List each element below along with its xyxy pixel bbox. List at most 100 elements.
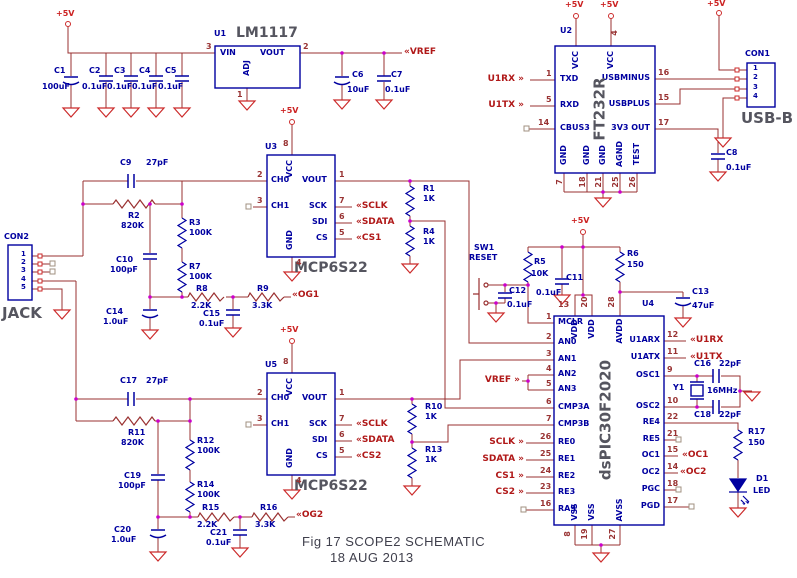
power-symbols: [65, 10, 722, 344]
r16-val: 3.3K: [255, 520, 276, 529]
u1-pin1-num: 1: [237, 90, 243, 99]
resistor-r3: [177, 217, 187, 249]
con1-pin4: 4: [753, 92, 758, 100]
r5-ref: R5: [534, 257, 546, 266]
resistor-r8: [187, 292, 225, 302]
con1-ref: CON1: [745, 49, 770, 58]
u4-pin3-num: 3: [546, 349, 552, 358]
u2-pin5-num: 5: [546, 95, 552, 104]
u2-pin-vcc1: VCC: [571, 51, 580, 69]
u3-pin7-num: 7: [339, 196, 345, 205]
cs2-mcu-label: CS2 »: [495, 487, 524, 497]
r11-val: 820K: [121, 438, 144, 447]
u2-pin14-num: 14: [538, 118, 550, 127]
u5-pin-ch0: CH0: [271, 393, 290, 402]
u2-pin16-num: 16: [658, 68, 670, 77]
u3-pin1-num: 1: [339, 170, 345, 179]
con1-usb-box: [746, 62, 776, 108]
r13-ref: R13: [425, 445, 443, 454]
u4-pin-pgd: PGD: [640, 501, 660, 510]
sclk-mcu-label: SCLK »: [489, 437, 524, 447]
resistors-vertical: [177, 185, 743, 513]
u3-pin-sck: SCK: [309, 201, 327, 210]
sw1-ref: SW1: [474, 243, 495, 252]
con1-pin1: 1: [753, 64, 758, 72]
r9-val: 3.3K: [252, 301, 273, 310]
led-triangle: [728, 478, 748, 493]
u5-pin-sck: SCK: [309, 419, 327, 428]
u4-pin15-num: 15: [667, 445, 679, 454]
u2-pin15-num: 15: [658, 93, 670, 102]
c18-ref: C18: [694, 410, 712, 419]
c18-val: 22pF: [719, 410, 742, 419]
c11-val: 0.1uF: [536, 288, 562, 297]
u3-pin2-num: 2: [257, 170, 263, 179]
plus5v-main: +5V: [56, 9, 75, 18]
c9-val: 27pF: [146, 158, 169, 167]
c15-val: 0.1uF: [199, 319, 225, 328]
u4-ref: U4: [642, 299, 655, 308]
c10-ref: C10: [116, 255, 134, 264]
c5-val: 0.1uF: [158, 82, 184, 91]
r2-val: 820K: [121, 221, 144, 230]
capacitor-c7: [376, 75, 392, 82]
c13-ref: C13: [692, 287, 710, 296]
d1-ref: D1: [756, 474, 769, 483]
c4-ref: C4: [139, 66, 151, 75]
u2-pin-gnd3: GND: [598, 145, 607, 165]
u4-pin-oc2: OC2: [641, 467, 660, 476]
u4-pin16-num: 16: [540, 499, 552, 508]
c17-val: 27pF: [146, 376, 169, 385]
u4-pin19-num: 19: [580, 528, 589, 540]
u4-pin-osc1: OSC1: [636, 370, 660, 379]
u4-pin-ra9: RA9: [558, 504, 576, 513]
u4-pin1-num: 1: [546, 312, 552, 321]
u4-pin-an2: AN2: [558, 369, 577, 378]
u3-ref: U3: [265, 142, 278, 151]
u4-pin9-num: 9: [667, 365, 673, 374]
c6-val: 10uF: [347, 85, 370, 94]
u5-pin6-num: 6: [339, 430, 345, 439]
u2-name: FT232R: [590, 77, 609, 141]
c14-ref: C14: [106, 307, 124, 316]
c17-ref: C17: [120, 376, 138, 385]
r16-ref: R16: [260, 503, 278, 512]
con2-pin5: 5: [21, 283, 26, 291]
u4-pin4-num: 4: [546, 364, 552, 373]
u4-pin24-num: 24: [540, 466, 552, 475]
c20-ref: C20: [114, 525, 132, 534]
crystal-y1: [690, 381, 704, 400]
vref-mcu-label: VREF »: [484, 375, 520, 385]
u5-pin2-num: 2: [257, 388, 263, 397]
u4-pin-re0: RE0: [558, 437, 576, 446]
c1-val: 100uF: [42, 82, 70, 91]
vref-out-label: «VREF: [404, 47, 437, 57]
u4-pin14-num: 14: [667, 462, 679, 471]
c16-val: 22pF: [719, 359, 742, 368]
r12-ref: R12: [197, 436, 215, 445]
r17-val: 150: [748, 438, 765, 447]
resistor-r7: [177, 261, 187, 293]
u5-pin-sdi: SDI: [312, 435, 328, 444]
u4-pin-an3: AN3: [558, 384, 577, 393]
capacitor-c16: [712, 368, 720, 384]
u3-pin-gnd: GND: [285, 230, 294, 250]
u1-pin3-num: 3: [206, 42, 212, 51]
resistor-r4: [405, 225, 415, 257]
u4-pin20-num: 20: [580, 296, 589, 308]
oc1-mcu-label: «OC1: [682, 450, 709, 460]
figure-title: Fig 17 SCOPE2 SCHEMATIC: [302, 534, 486, 549]
capacitor-c10: [142, 253, 158, 260]
sdata2-label: «SDATA: [356, 435, 395, 445]
plus5v-ft-2: +5V: [600, 0, 619, 9]
sdata-mcu-label: SDATA »: [482, 454, 524, 464]
og1-label: «OG1: [292, 290, 320, 300]
c4-val: 0.1uF: [132, 82, 158, 91]
u4-pin8-num: 8: [563, 531, 572, 537]
u5-pin-gnd: GND: [285, 448, 294, 468]
u3-pin4-num: 4: [296, 258, 302, 267]
r15-val: 2.2K: [197, 520, 218, 529]
u4-pin-an1: AN1: [558, 354, 577, 363]
